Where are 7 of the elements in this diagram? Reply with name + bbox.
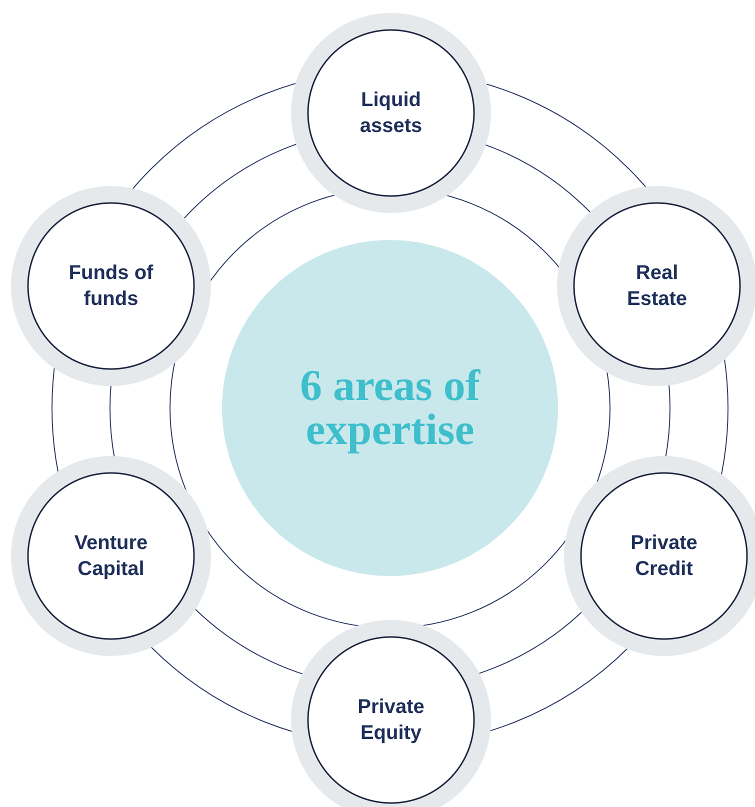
area-label: Private Credit [630,531,698,582]
area-label: Private Equity [356,695,426,746]
area-label: Venture Capital [73,531,149,582]
center-title: 6 areas of expertise [298,364,482,452]
area-label: Real Estate [626,261,688,312]
area-label: Liquid assets [358,88,424,139]
area-label: Funds of funds [68,261,154,312]
